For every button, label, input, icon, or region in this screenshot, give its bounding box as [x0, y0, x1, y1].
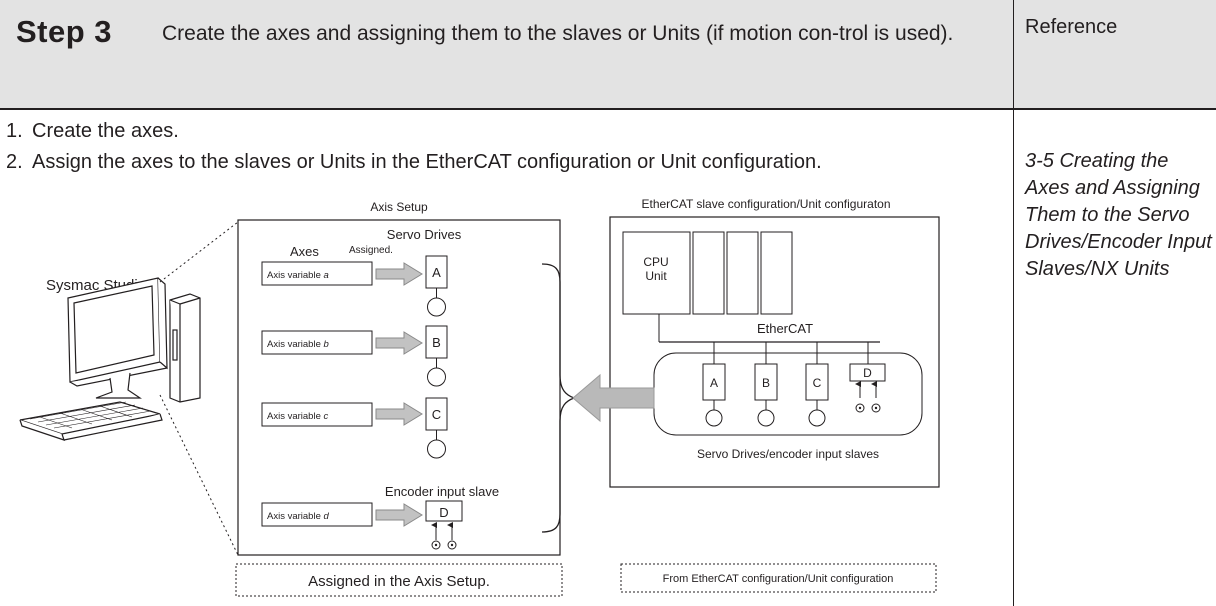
- instruction-2: 2. Assign the axes to the slaves or Units…: [6, 151, 822, 174]
- axes-label: Axes: [290, 244, 319, 259]
- step-title: Step 3: [16, 14, 113, 49]
- slave-label: C: [813, 376, 822, 390]
- step-description: Create the axes and assigning them to th…: [162, 22, 954, 45]
- axis-variable-label: Axis variable d: [267, 511, 330, 522]
- ethercat-slave-d: D: [849, 342, 886, 413]
- ethercat-bus-label: EtherCAT: [757, 321, 813, 336]
- slave-label: A: [710, 376, 718, 390]
- motor-icon: [757, 409, 775, 427]
- axis-setup-panel: [237, 219, 561, 556]
- axis-variable-label: Axis variable b: [267, 339, 329, 350]
- servo-drive-label: A: [432, 265, 441, 280]
- encoder-slave-label: D: [439, 505, 448, 520]
- ethercat-caption: From EtherCAT configuration/Unit configu…: [663, 573, 894, 585]
- axis-setup-caption-box: [235, 563, 563, 597]
- ethercat-slave-a: A: [702, 342, 726, 427]
- cpu-line: CPU: [643, 255, 668, 269]
- encoder-inputs-icon: [855, 381, 881, 413]
- io-unit-box: [760, 231, 793, 315]
- motor-icon: [427, 297, 446, 317]
- io-unit-box: [692, 231, 725, 315]
- instruction-number: 1.: [6, 120, 23, 142]
- axis-variable-label: Axis variable a: [267, 270, 329, 281]
- assign-arrow-icon: [375, 262, 423, 286]
- callout-line-bottom: [159, 394, 239, 556]
- ethercat-panel: [609, 216, 940, 488]
- assign-arrow-icon: [375, 503, 423, 527]
- keyboard-keys-icon: [29, 401, 152, 429]
- motor-icon: [705, 409, 723, 427]
- assign-arrow-icon: [375, 331, 423, 355]
- assign-arrow-icon: [375, 402, 423, 426]
- axis-variable-box: [261, 402, 373, 427]
- assigned-label: Assigned.: [349, 245, 393, 256]
- reference-column-divider: [1013, 0, 1014, 606]
- instruction-number: 2.: [6, 151, 23, 173]
- servo-drive-label: C: [432, 407, 441, 422]
- encoder-inputs-icon: [431, 522, 457, 550]
- encoder-slave-box: [425, 500, 463, 522]
- cpu-unit-box: [622, 231, 691, 315]
- axis-row-c: Axis variable c C: [261, 397, 448, 459]
- grouping-brace: [541, 263, 576, 533]
- slaves-label: Servo Drives/encoder input slaves: [697, 447, 879, 461]
- instruction-text: Assign the axes to the slaves or Units i…: [32, 151, 822, 173]
- axis-row-a: Axis variable a A: [261, 255, 448, 317]
- reference-link[interactable]: 3-5 Creating the Axes and Assigning Them…: [1025, 150, 1212, 280]
- reference-heading: Reference: [1025, 16, 1118, 38]
- encoder-input-slave-label: Encoder input slave: [385, 484, 499, 499]
- ethercat-caption-box: [620, 563, 937, 593]
- slave-box: [849, 363, 886, 382]
- slave-label: D: [863, 366, 872, 380]
- servo-drive-label: B: [432, 335, 441, 350]
- transfer-arrow-icon: [572, 373, 655, 423]
- axis-row-d: Axis variable d D: [261, 500, 463, 550]
- instruction-text: Create the axes.: [32, 120, 179, 142]
- axis-variable-box: [261, 330, 373, 355]
- ethercat-slave-b: B: [754, 342, 778, 427]
- slave-label: B: [762, 376, 770, 390]
- axis-row-b: Axis variable b B: [261, 325, 448, 387]
- cpu-line: Unit: [645, 269, 667, 283]
- io-unit-box: [726, 231, 759, 315]
- axis-variable-box: [261, 502, 373, 527]
- motor-icon: [808, 409, 826, 427]
- instruction-1: 1. Create the axes.: [6, 120, 179, 143]
- axis-setup-caption: Assigned in the Axis Setup.: [308, 573, 490, 590]
- ethercat-panel-title: EtherCAT slave configuration/Unit config…: [641, 197, 890, 211]
- motor-icon: [427, 367, 446, 387]
- servo-drives-label: Servo Drives: [387, 227, 462, 242]
- ethercat-slave-c: C: [805, 342, 829, 427]
- axis-variable-box: [261, 261, 373, 286]
- motor-icon: [427, 439, 446, 459]
- axis-variable-label: Axis variable c: [267, 411, 329, 422]
- callout-line-top: [159, 221, 239, 283]
- computer-icon: [19, 277, 201, 441]
- axis-setup-title: Axis Setup: [370, 200, 428, 214]
- header-divider: [0, 108, 1216, 110]
